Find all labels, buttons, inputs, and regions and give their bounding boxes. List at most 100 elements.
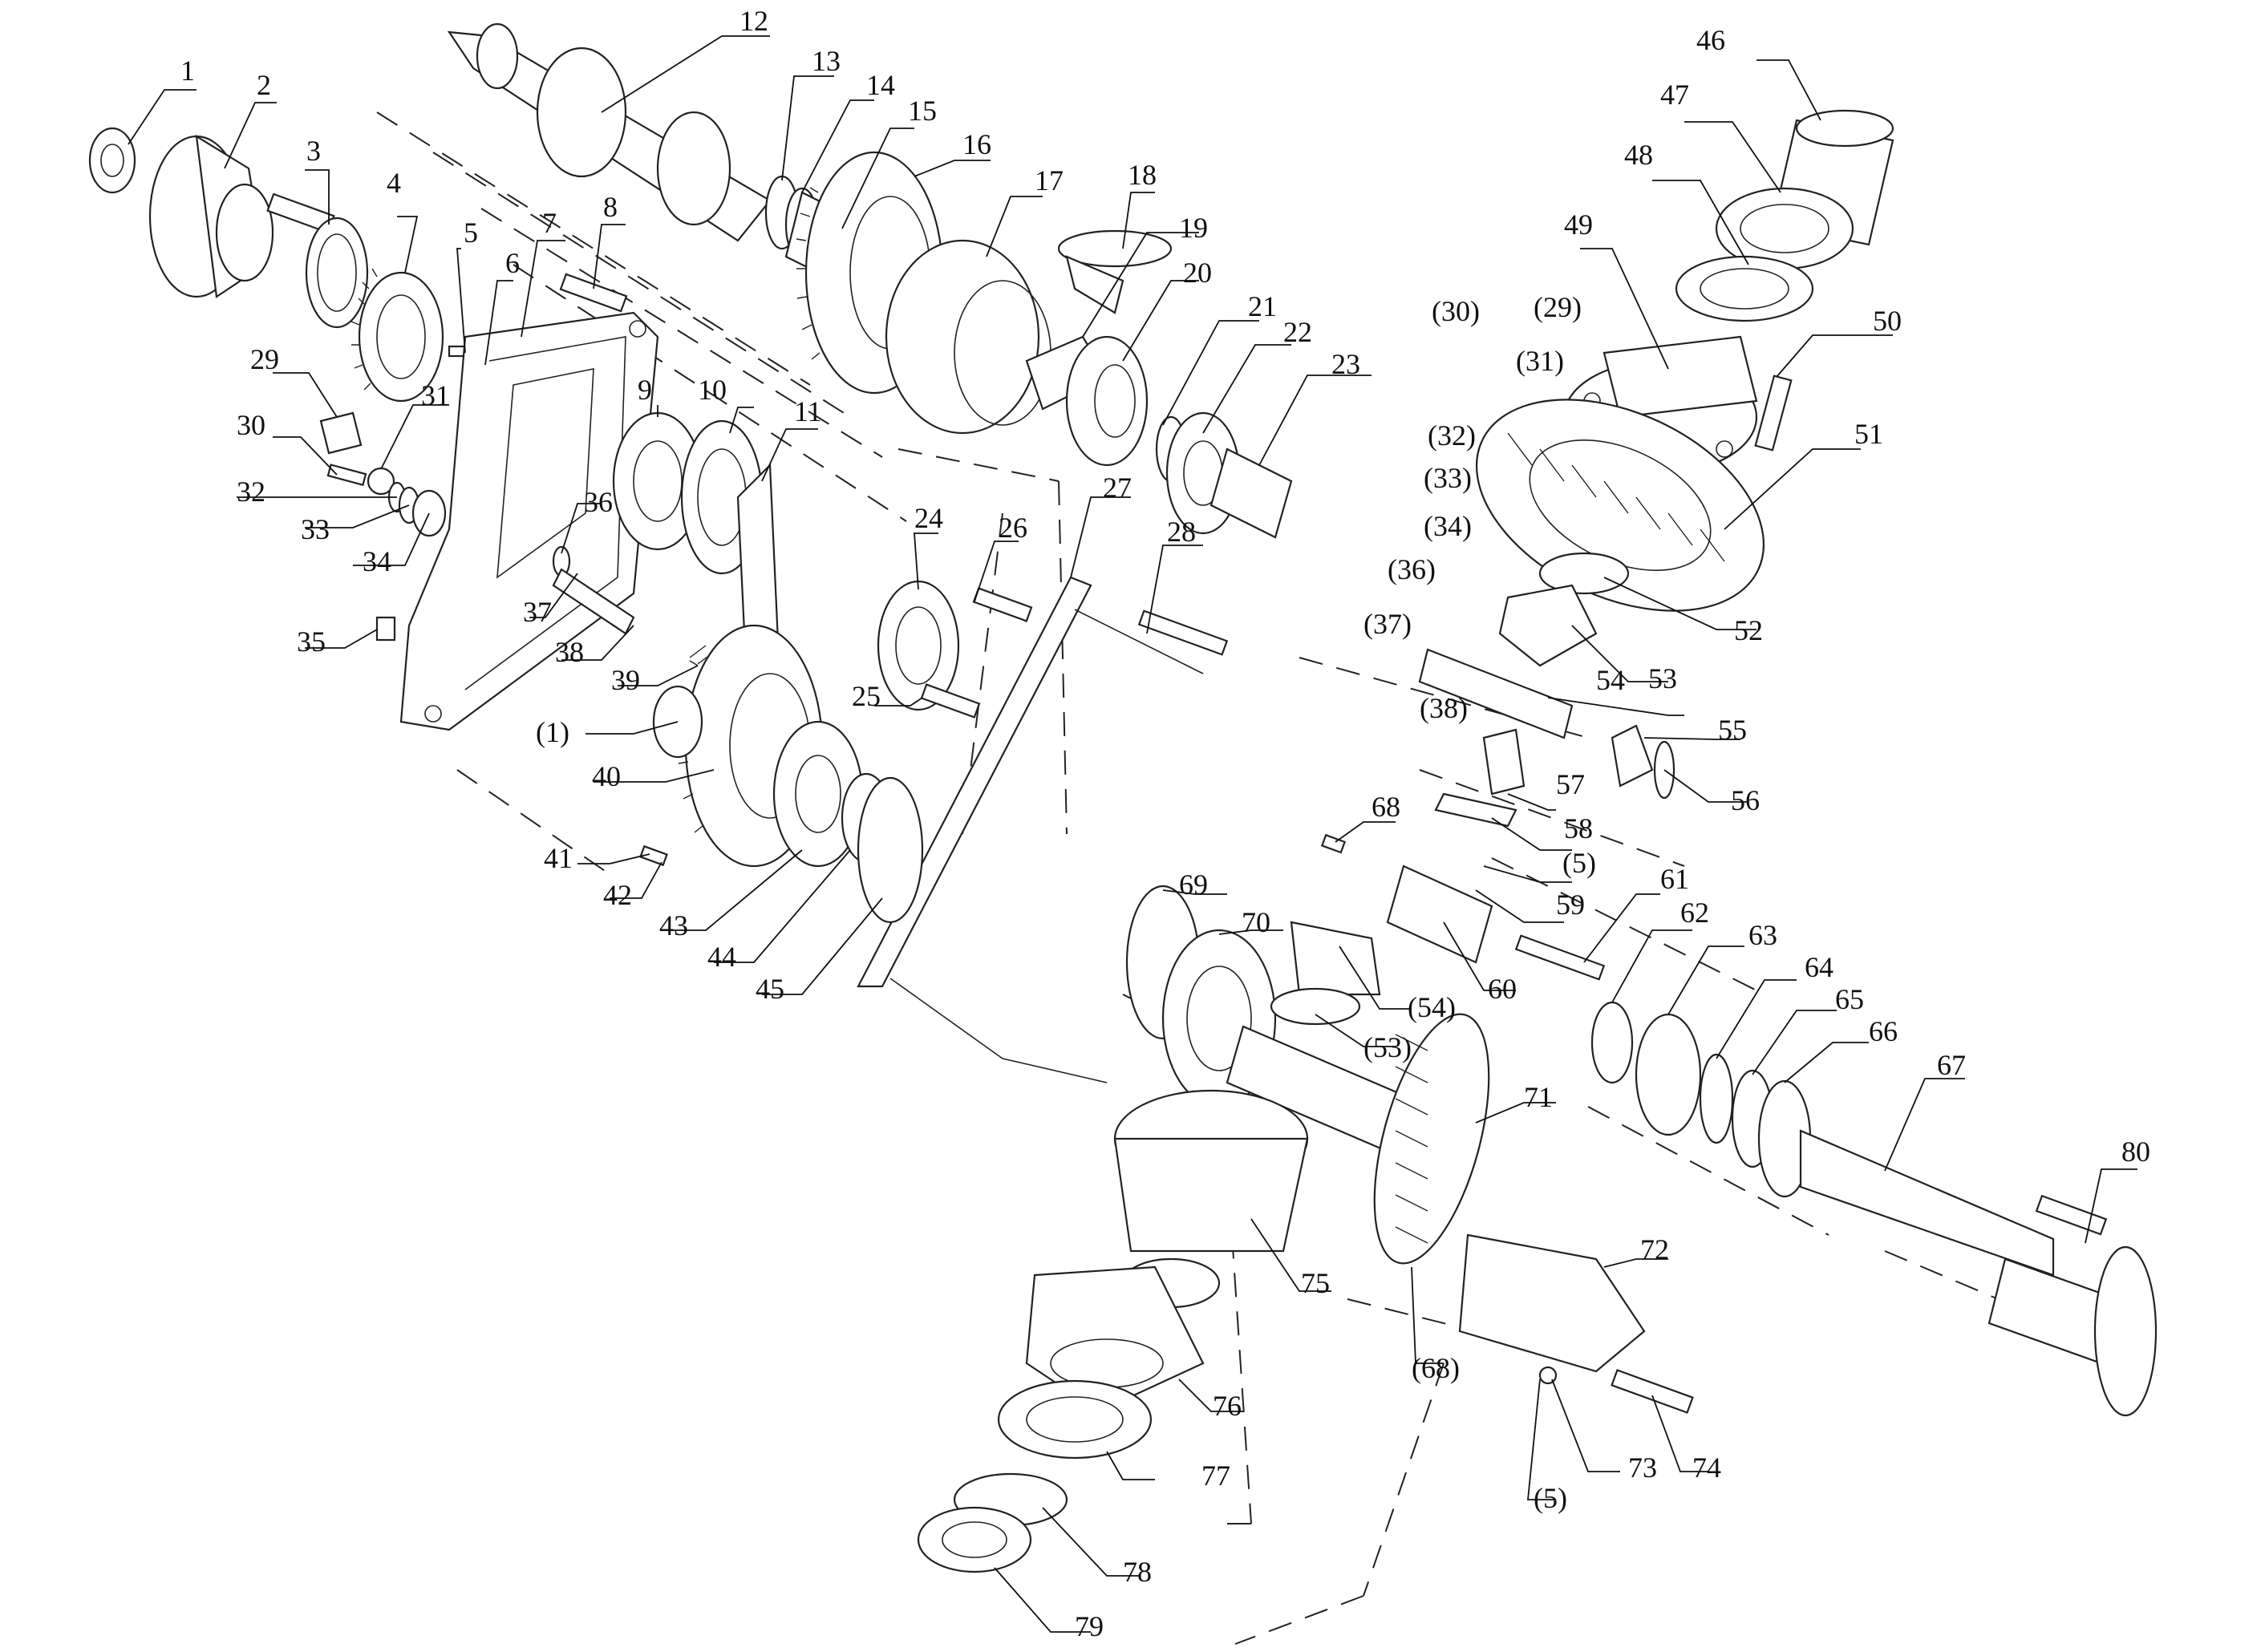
part-50-bolt bbox=[1754, 375, 1793, 451]
callout-1-repeat: (1) bbox=[536, 716, 569, 748]
part-71-pinion bbox=[1226, 1013, 1490, 1265]
parts bbox=[88, 22, 2158, 1573]
callout-15: 15 bbox=[908, 95, 937, 127]
part-52-washer bbox=[1538, 552, 1630, 595]
callout-30: 30 bbox=[237, 409, 265, 441]
part-28-bolt bbox=[1137, 609, 1229, 656]
callout-45: 45 bbox=[756, 973, 784, 1005]
part-20-flange bbox=[1065, 335, 1149, 467]
callout-65: 65 bbox=[1835, 983, 1864, 1015]
part-79-nut bbox=[917, 1506, 1032, 1573]
callout-53-repeat: (53) bbox=[1363, 1031, 1412, 1063]
callout-22: 22 bbox=[1283, 316, 1312, 348]
callout-62: 62 bbox=[1680, 897, 1709, 929]
callout-32-repeat: (32) bbox=[1428, 419, 1476, 451]
callout-64: 64 bbox=[1805, 951, 1833, 983]
callout-31: 31 bbox=[421, 379, 450, 411]
callout-68-repeat: (68) bbox=[1412, 1352, 1460, 1384]
callout-26: 26 bbox=[999, 512, 1027, 544]
callout-54-repeat: (54) bbox=[1408, 991, 1456, 1023]
callout-80: 80 bbox=[2121, 1136, 2150, 1168]
part-73-washer bbox=[1538, 1366, 1558, 1385]
callout-4: 4 bbox=[387, 167, 401, 199]
callout-38-repeat: (38) bbox=[1420, 692, 1468, 724]
callout-60: 60 bbox=[1488, 973, 1517, 1005]
part-62-nut bbox=[1590, 1001, 1634, 1084]
callout-38: 38 bbox=[555, 636, 584, 668]
callout-14: 14 bbox=[866, 69, 895, 101]
callout-33: 33 bbox=[301, 513, 330, 545]
callout-37: 37 bbox=[523, 596, 552, 628]
callout-36-repeat: (36) bbox=[1388, 553, 1436, 585]
callout-27: 27 bbox=[1103, 472, 1132, 504]
part-3-seal bbox=[305, 217, 369, 329]
callout-9: 9 bbox=[638, 374, 652, 406]
callout-29-repeat: (29) bbox=[1534, 291, 1582, 323]
callout-37-repeat: (37) bbox=[1363, 608, 1412, 640]
part-77-bearing bbox=[997, 1379, 1153, 1460]
callout-54: 54 bbox=[1596, 664, 1625, 696]
callout-6: 6 bbox=[505, 247, 520, 279]
part-8-bolt bbox=[559, 273, 628, 313]
part-17-cup bbox=[885, 239, 1051, 435]
part-53-washer-repeat bbox=[1270, 987, 1361, 1026]
callout-49: 49 bbox=[1564, 209, 1593, 241]
callout-31-repeat: (31) bbox=[1516, 345, 1564, 377]
callout-66: 66 bbox=[1869, 1015, 1898, 1047]
callout-33-repeat: (33) bbox=[1424, 462, 1472, 494]
callout-55: 55 bbox=[1718, 714, 1747, 746]
callout-75: 75 bbox=[1301, 1267, 1330, 1299]
part-63-bearing bbox=[1635, 1013, 1702, 1136]
part-2-flange bbox=[148, 134, 335, 298]
callout-8: 8 bbox=[603, 191, 618, 223]
part-7-housing bbox=[399, 311, 659, 731]
part-30-pin bbox=[326, 464, 367, 487]
callout-24: 24 bbox=[914, 502, 943, 534]
callout-3: 3 bbox=[306, 135, 321, 167]
callout-47: 47 bbox=[1660, 79, 1689, 111]
callout-13: 13 bbox=[812, 45, 841, 77]
callout-40: 40 bbox=[592, 760, 621, 792]
callout-41: 41 bbox=[544, 842, 573, 874]
callout-29: 29 bbox=[250, 343, 279, 375]
callout-56: 56 bbox=[1731, 784, 1760, 816]
callout-79: 79 bbox=[1075, 1610, 1104, 1642]
callout-43: 43 bbox=[659, 909, 688, 941]
callout-61: 61 bbox=[1660, 863, 1689, 895]
callout-78: 78 bbox=[1123, 1556, 1152, 1588]
callout-44: 44 bbox=[707, 941, 736, 973]
part-42-pin bbox=[639, 844, 668, 867]
callout-25: 25 bbox=[852, 680, 881, 712]
callout-5-repeat-bottom: (5) bbox=[1534, 1482, 1567, 1514]
part-58-pin bbox=[1434, 792, 1517, 828]
callout-18: 18 bbox=[1128, 159, 1157, 191]
part-67-output-shaft bbox=[1799, 1129, 2158, 1417]
callout-58: 58 bbox=[1564, 812, 1593, 844]
part-1-nut bbox=[88, 127, 136, 194]
callout-39: 39 bbox=[611, 664, 640, 696]
callout-5-repeat-right: (5) bbox=[1562, 847, 1596, 879]
callout-53: 53 bbox=[1648, 662, 1677, 694]
part-4-cover bbox=[350, 268, 444, 403]
callout-23: 23 bbox=[1331, 348, 1360, 380]
callout-34-repeat: (34) bbox=[1424, 510, 1472, 542]
callout-32: 32 bbox=[237, 476, 265, 508]
part-23-sleeve bbox=[1209, 447, 1293, 539]
callout-36: 36 bbox=[584, 486, 613, 518]
callout-7: 7 bbox=[542, 207, 557, 239]
callout-71: 71 bbox=[1524, 1081, 1553, 1113]
callout-69: 69 bbox=[1179, 869, 1208, 901]
part-47-gear bbox=[1715, 187, 1854, 270]
part-55-gear bbox=[1611, 724, 1654, 788]
callout-68: 68 bbox=[1372, 791, 1400, 823]
callout-50: 50 bbox=[1873, 305, 1902, 337]
part-61-bolt bbox=[1514, 934, 1606, 981]
callout-72: 72 bbox=[1640, 1233, 1669, 1265]
part-74-bolt bbox=[1611, 1369, 1694, 1414]
part-35-plug bbox=[375, 616, 396, 642]
part-80-bolt bbox=[2035, 1194, 2108, 1236]
callout-48: 48 bbox=[1624, 139, 1653, 171]
part-45-plate bbox=[857, 776, 924, 924]
part-64-ring bbox=[1699, 1053, 1734, 1144]
